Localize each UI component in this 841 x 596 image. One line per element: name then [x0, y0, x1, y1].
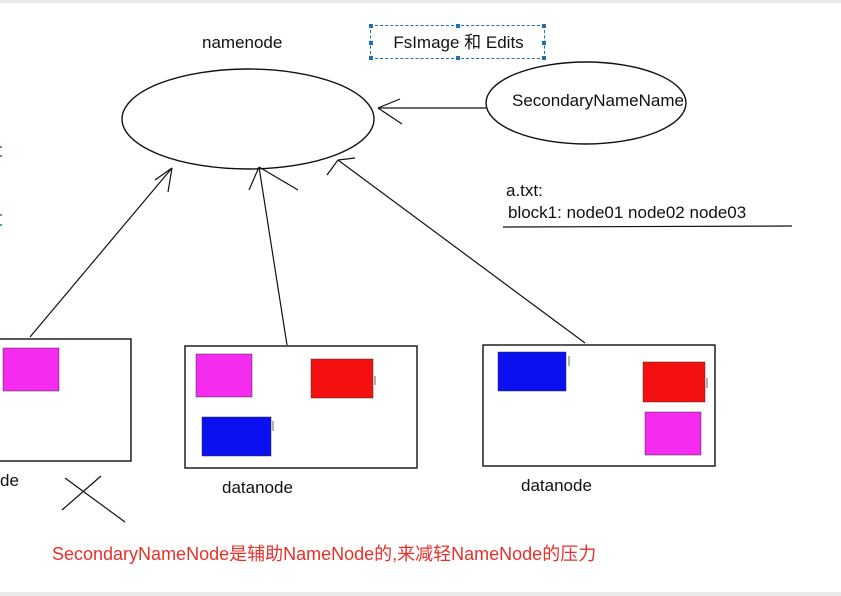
block-blue-right[interactable]	[497, 351, 567, 392]
block-red-middle[interactable]	[310, 358, 374, 399]
selection-handle[interactable]	[456, 24, 460, 28]
caption-text: SecondaryNameNode是辅助NameNode的,来减轻NameNod…	[52, 544, 597, 564]
block-blue-middle[interactable]	[201, 416, 272, 457]
arrow-middle-datanode	[248, 166, 299, 346]
block-red-right[interactable]	[642, 361, 706, 403]
block-magenta-right[interactable]	[644, 411, 702, 456]
selection-handle[interactable]	[542, 24, 546, 28]
datanode-right-label: datanode	[521, 476, 592, 495]
x-cross-icon	[61, 475, 126, 523]
namenode-ellipse[interactable]	[121, 68, 375, 170]
block-magenta-left[interactable]	[2, 347, 60, 392]
namenode-label: namenode	[202, 33, 283, 52]
block-magenta-middle[interactable]	[195, 353, 253, 398]
metadata-file-label: a.txt:	[506, 181, 543, 200]
datanode-left-label: de	[0, 471, 19, 490]
datanode-middle-label: datanode	[222, 478, 293, 497]
left-edge-marks	[0, 146, 2, 226]
arrow-right-datanode	[326, 157, 586, 344]
metadata-block-label: block1: node01 node02 node03	[508, 203, 747, 222]
selection-handle[interactable]	[369, 56, 373, 60]
selection-handle[interactable]	[456, 56, 460, 60]
arrow-left-datanode	[29, 167, 173, 338]
top-edge	[0, 0, 841, 3]
selection-handle[interactable]	[542, 41, 546, 45]
metadata-underline	[502, 225, 793, 228]
selection-handle[interactable]	[369, 24, 373, 28]
arrow-secondary-to-namenode	[377, 98, 486, 125]
fsimage-label: FsImage 和 Edits	[393, 33, 524, 52]
secondary-namenode-label: SecondaryNameName	[512, 91, 684, 110]
selection-handle[interactable]	[542, 56, 546, 60]
fsimage-selection-box[interactable]: FsImage 和 Edits	[369, 24, 546, 60]
secondary-namenode-ellipse[interactable]	[485, 61, 687, 145]
selection-handle[interactable]	[369, 41, 373, 45]
bottom-edge	[0, 592, 841, 596]
